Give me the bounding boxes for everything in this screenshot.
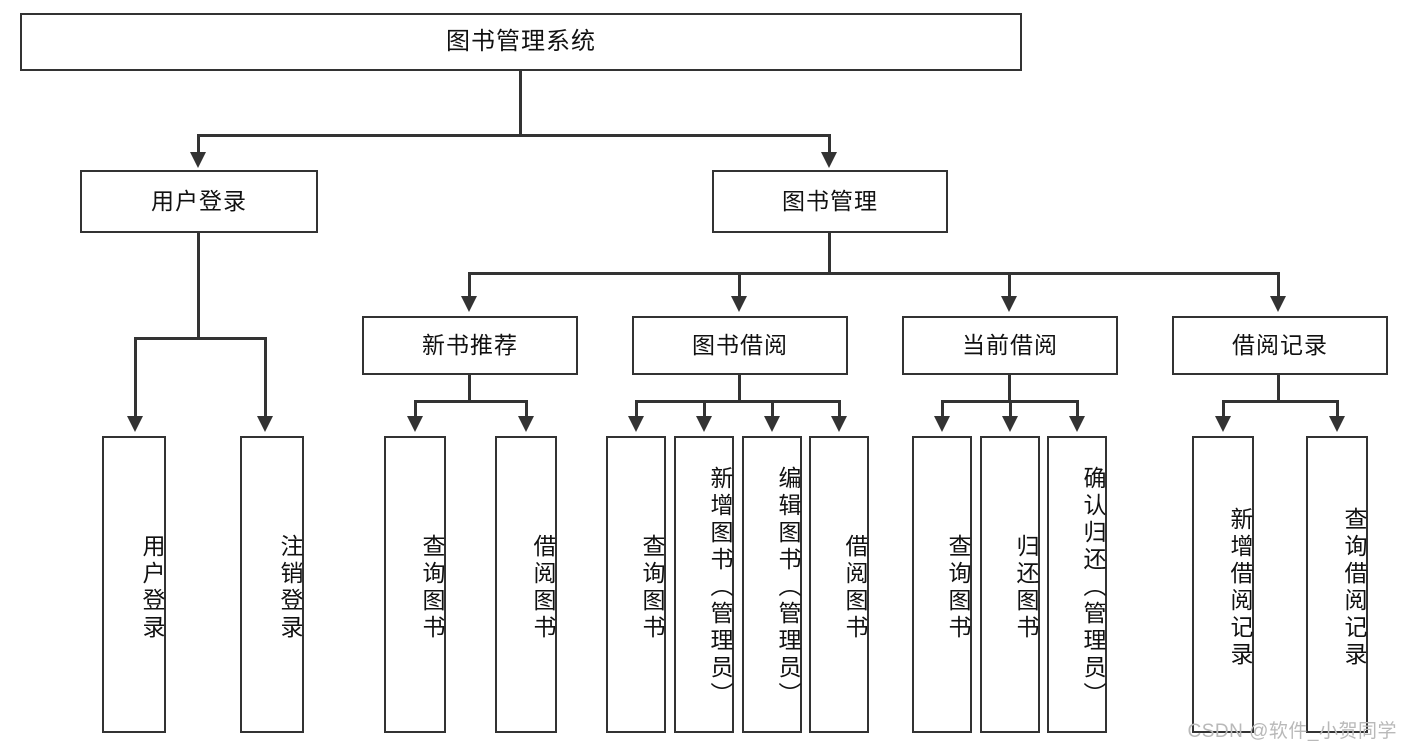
leaf-bb-borrow-book[interactable]: 借阅图书 [809, 436, 869, 733]
arrowhead-book-management [821, 152, 837, 168]
csdn-watermark: CSDN @软件_小贺同学 [1187, 721, 1397, 742]
leaf-user-login[interactable]: 用户登录 [102, 436, 166, 733]
node-label: 当前借阅 [962, 332, 1058, 358]
connector-drop-nb-query [414, 400, 417, 418]
connector-user-login-bus [134, 337, 267, 340]
leaf-logout[interactable]: 注销登录 [240, 436, 304, 733]
arrowhead-cb-confirm [1069, 416, 1085, 432]
connector-drop-user-login [197, 134, 200, 156]
leaf-label: 归还图书 [1013, 533, 1039, 642]
leaf-nb-borrow-book[interactable]: 借阅图书 [495, 436, 557, 733]
connector-drop-book-management [828, 134, 831, 156]
node-label: 图书管理系统 [446, 28, 596, 55]
node-current-borrow[interactable]: 当前借阅 [902, 316, 1118, 375]
connector-root-stem [519, 71, 522, 136]
connector-drop-cb-confirm [1076, 400, 1079, 418]
leaf-label: 查询图书 [639, 533, 665, 642]
arrowhead-bb-edit [764, 416, 780, 432]
connector-book-management-bus [468, 272, 1280, 275]
arrowhead-bb-add [696, 416, 712, 432]
node-user-login[interactable]: 用户登录 [80, 170, 318, 233]
connector-drop-br-add [1222, 400, 1225, 418]
arrowhead-borrow-record [1270, 296, 1286, 312]
node-book-borrow[interactable]: 图书借阅 [632, 316, 848, 375]
connector-borrow-record-bus [1222, 400, 1339, 403]
arrowhead-leaf-user-login [127, 416, 143, 432]
connector-drop-new-book [468, 272, 471, 298]
connector-drop-br-query [1336, 400, 1339, 418]
node-label: 图书管理 [782, 188, 878, 214]
arrowhead-cb-query [934, 416, 950, 432]
leaf-label: 借阅图书 [530, 533, 556, 642]
connector-user-login-stem [197, 233, 200, 340]
arrowhead-br-add [1215, 416, 1231, 432]
node-label: 借阅记录 [1232, 332, 1328, 358]
connector-drop-current-borrow [1008, 272, 1011, 298]
leaf-bb-add-book-admin[interactable]: 新增图书（管理员） [674, 436, 734, 733]
connector-new-book-stem [468, 375, 471, 403]
arrowhead-bb-query [628, 416, 644, 432]
arrowhead-bb-borrow [831, 416, 847, 432]
connector-book-borrow-bus [635, 400, 841, 403]
arrowhead-nb-borrow [518, 416, 534, 432]
leaf-label: 用户登录 [139, 533, 165, 642]
arrowhead-nb-query [407, 416, 423, 432]
leaf-br-add-record[interactable]: 新增借阅记录 [1192, 436, 1254, 733]
leaf-bb-edit-book-admin[interactable]: 编辑图书（管理员） [742, 436, 802, 733]
connector-new-book-bus [414, 400, 528, 403]
node-root-book-management-system[interactable]: 图书管理系统 [20, 13, 1022, 71]
node-borrow-record[interactable]: 借阅记录 [1172, 316, 1388, 375]
arrowhead-current-borrow [1001, 296, 1017, 312]
leaf-label: 查询图书 [945, 533, 971, 642]
node-new-book-recommend[interactable]: 新书推荐 [362, 316, 578, 375]
connector-drop-book-borrow [738, 272, 741, 298]
connector-current-borrow-stem [1008, 375, 1011, 403]
node-label: 用户登录 [151, 188, 247, 214]
leaf-cb-query-book[interactable]: 查询图书 [912, 436, 972, 733]
leaf-bb-query-book[interactable]: 查询图书 [606, 436, 666, 733]
leaf-cb-return-book[interactable]: 归还图书 [980, 436, 1040, 733]
arrowhead-new-book [461, 296, 477, 312]
leaf-nb-query-book[interactable]: 查询图书 [384, 436, 446, 733]
connector-book-management-stem [828, 233, 831, 275]
leaf-label: 注销登录 [277, 533, 303, 642]
connector-drop-bb-edit [771, 400, 774, 418]
arrowhead-leaf-logout [257, 416, 273, 432]
node-book-management[interactable]: 图书管理 [712, 170, 948, 233]
arrowhead-br-query [1329, 416, 1345, 432]
arrowhead-cb-return [1002, 416, 1018, 432]
connector-drop-bb-add [703, 400, 706, 418]
leaf-label: 借阅图书 [842, 533, 868, 642]
leaf-br-query-record[interactable]: 查询借阅记录 [1306, 436, 1368, 733]
connector-drop-cb-return [1009, 400, 1012, 418]
leaf-cb-confirm-return-admin[interactable]: 确认归还（管理员） [1047, 436, 1107, 733]
arrowhead-user-login [190, 152, 206, 168]
connector-drop-cb-query [941, 400, 944, 418]
arrowhead-book-borrow [731, 296, 747, 312]
node-label: 图书借阅 [692, 332, 788, 358]
connector-drop-bb-query [635, 400, 638, 418]
connector-drop-borrow-record [1277, 272, 1280, 298]
connector-borrow-record-stem [1277, 375, 1280, 403]
connector-drop-leaf-user-login [134, 337, 137, 419]
leaf-label: 查询借阅记录 [1341, 506, 1367, 669]
leaf-label: 新增图书（管理员） [707, 466, 733, 709]
leaf-label: 查询图书 [419, 533, 445, 642]
connector-book-borrow-stem [738, 375, 741, 403]
connector-drop-nb-borrow [525, 400, 528, 418]
connector-drop-leaf-logout [264, 337, 267, 419]
connector-drop-bb-borrow [838, 400, 841, 418]
leaf-label: 新增借阅记录 [1227, 506, 1253, 669]
leaf-label: 确认归还（管理员） [1080, 466, 1106, 709]
node-label: 新书推荐 [422, 332, 518, 358]
leaf-label: 编辑图书（管理员） [775, 466, 801, 709]
connector-root-bus [197, 134, 831, 137]
